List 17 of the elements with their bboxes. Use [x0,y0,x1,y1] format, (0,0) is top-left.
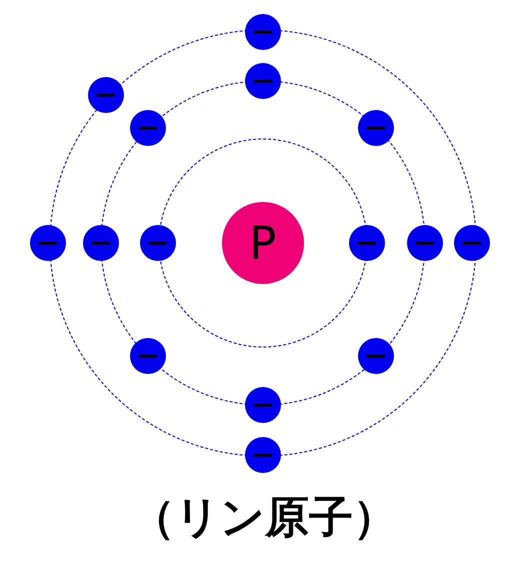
electron [88,77,124,113]
electron [358,338,394,374]
electron [30,225,66,261]
electron [245,437,281,473]
caption: （リン原子） [130,491,398,545]
electron [130,110,166,146]
electron [245,14,281,50]
electron [130,338,166,374]
electron [140,225,176,261]
electron [245,387,281,423]
electron [358,110,394,146]
electron [245,63,281,99]
nucleus: P [222,202,304,284]
electron [349,225,385,261]
electron [454,225,490,261]
electron [83,225,119,261]
electron [407,225,443,261]
